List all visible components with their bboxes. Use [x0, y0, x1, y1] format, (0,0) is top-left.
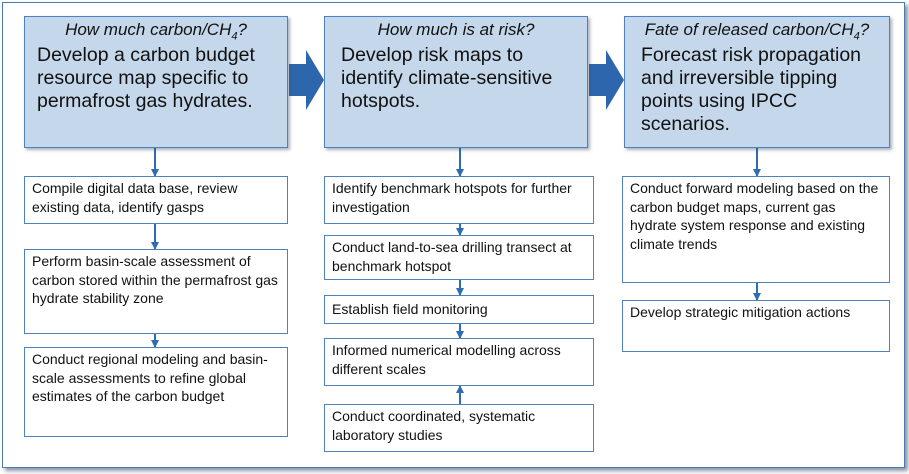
- header-risk-maps: How much is at risk? Develop risk maps t…: [324, 16, 588, 148]
- question-risk: How much is at risk?: [377, 20, 535, 39]
- step-basin-assessment: Perform basin-scale assessment of carbon…: [24, 249, 288, 334]
- header-text: Develop a carbon budget resource map spe…: [37, 44, 255, 112]
- question-fate: Fate of released carbon/CH4?: [644, 20, 870, 43]
- step-forward-modeling: Conduct forward modeling based on the ca…: [622, 176, 890, 283]
- step-regional-modeling: Conduct regional modeling and basin-scal…: [24, 347, 288, 437]
- step-identify-hotspots: Identify benchmark hotspots for further …: [324, 176, 594, 224]
- block-arrow-1-to-2: [289, 50, 324, 110]
- block-arrow-2-to-3: [589, 50, 624, 110]
- question-carbon: How much carbon/CH4?: [65, 20, 247, 43]
- header-carbon-budget: How much carbon/CH4? Develop a carbon bu…: [24, 16, 288, 148]
- step-compile-database: Compile digital data base, review existi…: [24, 176, 288, 224]
- step-numerical-modelling: Informed numerical modelling across diff…: [324, 338, 594, 386]
- step-drilling-transect: Conduct land-to-sea drilling transect at…: [324, 235, 594, 280]
- step-field-monitoring: Establish field monitoring: [324, 295, 594, 324]
- header-forecast-risk: Fate of released carbon/CH4? Forecast ri…: [624, 16, 890, 148]
- header-text: Develop risk maps to identify climate-se…: [341, 44, 553, 112]
- step-laboratory-studies: Conduct coordinated, systematic laborato…: [324, 404, 594, 452]
- step-mitigation-actions: Develop strategic mitigation actions: [622, 300, 890, 352]
- header-text: Forecast risk propagation and irreversib…: [641, 44, 862, 135]
